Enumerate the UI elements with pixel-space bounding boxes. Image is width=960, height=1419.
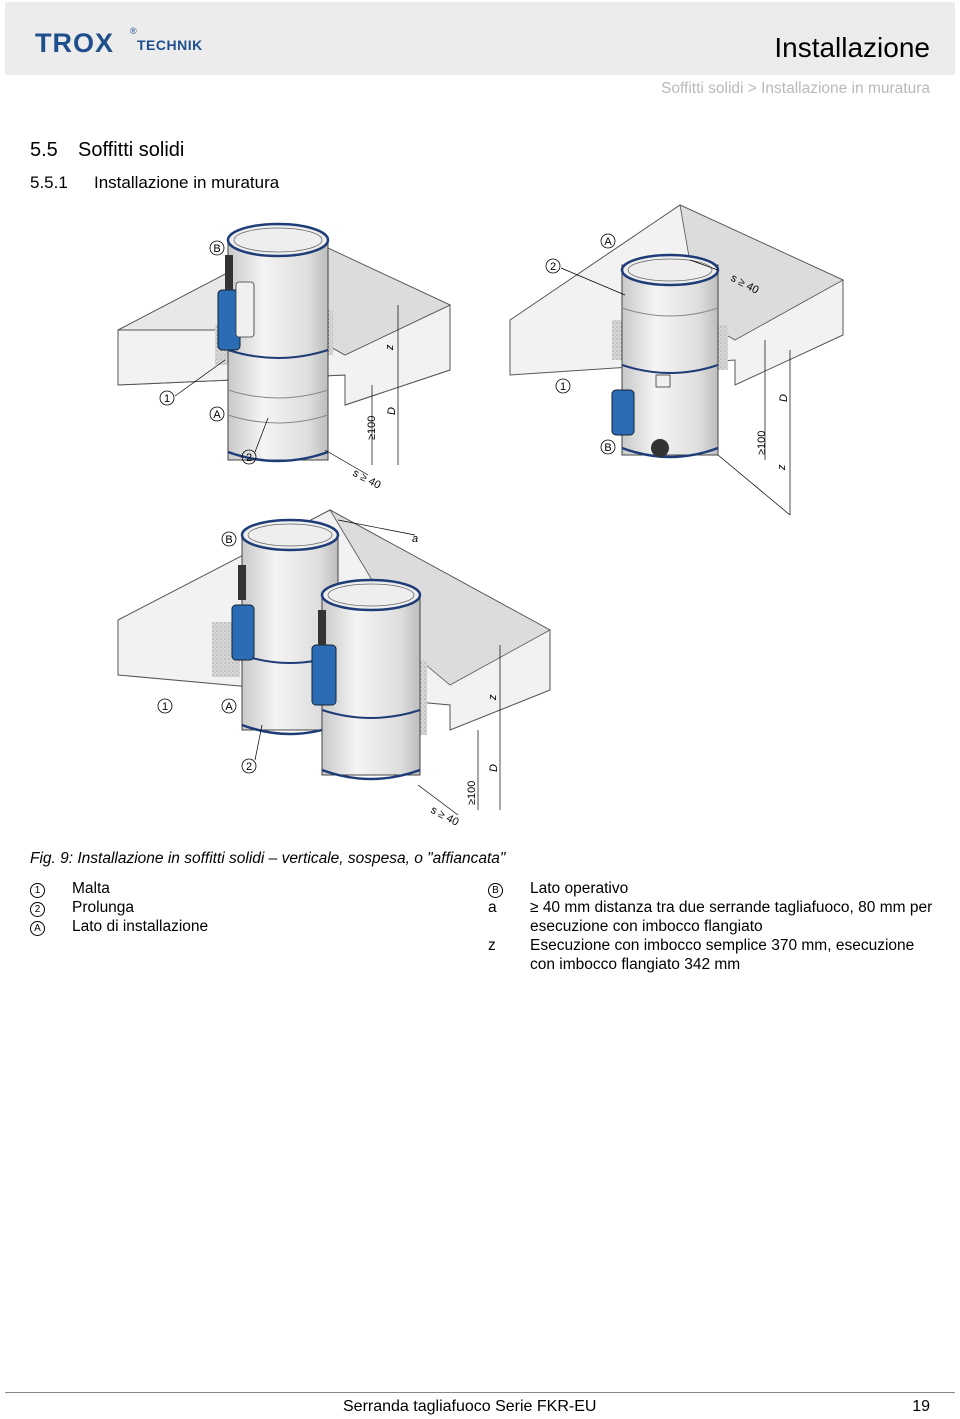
- legend-item: z Esecuzione con imbocco semplice 370 mm…: [488, 936, 938, 974]
- legend-text: Prolunga: [72, 899, 135, 916]
- label-s40: s ≥ 40: [351, 467, 383, 492]
- drawing-suspended: A 2 1 B s ≥ 40 ≥100 D z: [509, 204, 844, 516]
- legend-item: B Lato operativo: [488, 879, 938, 898]
- label-B-3: B: [225, 534, 232, 546]
- label-A-2: A: [604, 236, 612, 248]
- label-100-3: ≥100: [466, 781, 478, 805]
- legend-text: ≥ 40 mm distanza tra due serrande taglia…: [530, 899, 933, 935]
- label-a: a: [412, 533, 418, 545]
- label-2-3: 2: [246, 761, 252, 773]
- logo-subtitle: TECHNIK: [137, 37, 203, 53]
- legend-text: Esecuzione con imbocco semplice 370 mm, …: [530, 937, 915, 973]
- logo-registered-mark: ®: [130, 26, 137, 36]
- installation-drawing: B 1 A 2 s ≥ 40 ≥100 D z A 2: [117, 204, 844, 829]
- legend-key: 2: [30, 898, 72, 917]
- label-A-3: A: [225, 701, 233, 713]
- label-D: D: [386, 407, 398, 415]
- subsection-heading: 5.5.1 Installazione in muratura: [30, 173, 279, 193]
- label-D-3: D: [488, 764, 500, 772]
- section-number: 5.5: [30, 139, 58, 161]
- footer-divider: [5, 1392, 955, 1393]
- legend-item: a ≥ 40 mm distanza tra due serrande tagl…: [488, 898, 938, 936]
- breadcrumb: Soffitti solidi > Installazione in murat…: [661, 80, 930, 97]
- label-s40-3: s ≥ 40: [429, 804, 461, 829]
- label-B-2: B: [604, 442, 611, 454]
- logo-wordmark: TROX: [35, 28, 115, 58]
- label-100-2: ≥100: [756, 431, 768, 455]
- subsection-number: 5.5.1: [30, 173, 68, 192]
- page-header: TROX ® TECHNIK Installazione: [5, 2, 955, 75]
- legend-text: Lato operativo: [530, 880, 629, 897]
- legend-text: Malta: [72, 880, 110, 897]
- legend-key: z: [488, 937, 496, 954]
- legend-text: Lato di installazione: [72, 918, 209, 935]
- section-title: Soffitti solidi: [78, 139, 185, 161]
- legend-left: 1 Malta 2 Prolunga A Lato di installazio…: [30, 879, 450, 936]
- page-number: 19: [912, 1398, 930, 1415]
- legend-key: 1: [30, 879, 72, 898]
- label-A: A: [213, 409, 221, 421]
- label-B: B: [213, 243, 220, 255]
- installation-figure: B 1 A 2 s ≥ 40 ≥100 D z A 2: [0, 190, 960, 840]
- footer-title: Serranda tagliafuoco Serie FKR-EU: [343, 1398, 597, 1415]
- label-2: 2: [246, 452, 252, 464]
- legend-item: 2 Prolunga: [30, 898, 450, 917]
- label-z-2: z: [776, 464, 788, 471]
- legend-right: B Lato operativo a ≥ 40 mm distanza tra …: [488, 879, 938, 974]
- legend-key: a: [488, 899, 497, 916]
- section-heading: 5.5 Soffitti solidi: [30, 139, 184, 162]
- label-2-2: 2: [550, 261, 556, 273]
- drawing-vertical: B 1 A 2 s ≥ 40 ≥100 D z: [117, 222, 451, 492]
- legend-item: 1 Malta: [30, 879, 450, 898]
- legend-key: B: [488, 879, 530, 898]
- header-title: Installazione: [774, 32, 930, 63]
- label-1-3: 1: [162, 701, 168, 713]
- label-z: z: [384, 344, 396, 351]
- drawing-side-by-side: B a 1 A 2 s ≥ 40 ≥100 D z: [117, 508, 551, 829]
- legend-item: A Lato di installazione: [30, 917, 450, 936]
- subsection-title: Installazione in muratura: [94, 173, 280, 192]
- label-1-2: 1: [560, 381, 566, 393]
- label-z-3: z: [487, 694, 499, 701]
- legend-key: A: [30, 917, 72, 936]
- label-1: 1: [164, 393, 170, 405]
- label-100: ≥100: [366, 416, 378, 440]
- figure-caption: Fig. 9: Installazione in soffitti solidi…: [30, 850, 506, 867]
- label-D-2: D: [778, 394, 790, 402]
